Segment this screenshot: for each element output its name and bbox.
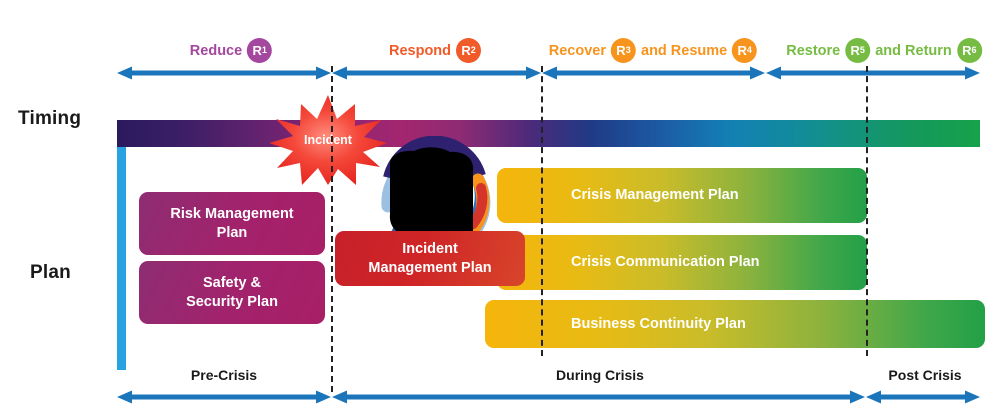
bottom-arrow-pre-crisis-icon	[117, 390, 331, 404]
top-arrow-reduce-icon	[117, 66, 331, 80]
plan-box-risk-management[interactable]: Risk Management Plan	[139, 192, 325, 255]
top-arrow-restore-icon	[766, 66, 980, 80]
row-label-plan: Plan	[30, 262, 71, 283]
phase-label-restore: Restore	[786, 42, 841, 59]
plan-box-crisis-communication[interactable]: Crisis Communication Plan	[497, 235, 867, 290]
plan-box-business-continuity[interactable]: Business Continuity Plan	[485, 300, 985, 348]
plan-box-incident-management[interactable]: Incident Management Plan	[335, 231, 525, 286]
phase-divider-respond	[541, 66, 543, 356]
row-label-timing: Timing	[18, 108, 82, 129]
timing-gradient-bar	[117, 120, 980, 147]
incident-starburst-icon: Incident	[269, 95, 387, 185]
left-vertical-accent-bar	[117, 147, 126, 370]
bottom-caption-pre-crisis: Pre-Crisis	[190, 367, 258, 383]
plan-box-safety-security[interactable]: Safety & Security Plan	[139, 261, 325, 324]
phase-divider-pre-crisis	[331, 66, 333, 392]
bottom-caption-post-crisis: Post Crisis	[888, 367, 962, 383]
top-arrow-recover-icon	[542, 66, 765, 80]
bottom-caption-during-crisis: During Crisis	[556, 367, 644, 383]
phase-label-recover: Recover	[548, 42, 606, 59]
plan-box-crisis-management[interactable]: Crisis Management Plan	[497, 168, 867, 223]
phase-label-reduce: Reduce	[189, 42, 243, 59]
top-arrow-respond-icon	[332, 66, 541, 80]
phase-divider-post-crisis	[866, 66, 868, 356]
phase-label-resume: and Resume	[641, 42, 728, 59]
phase-label-respond: Respond	[388, 42, 452, 59]
bottom-arrow-during-crisis-icon	[332, 390, 865, 404]
phase-label-return: and Return	[875, 42, 952, 59]
bottom-arrow-post-crisis-icon	[866, 390, 980, 404]
